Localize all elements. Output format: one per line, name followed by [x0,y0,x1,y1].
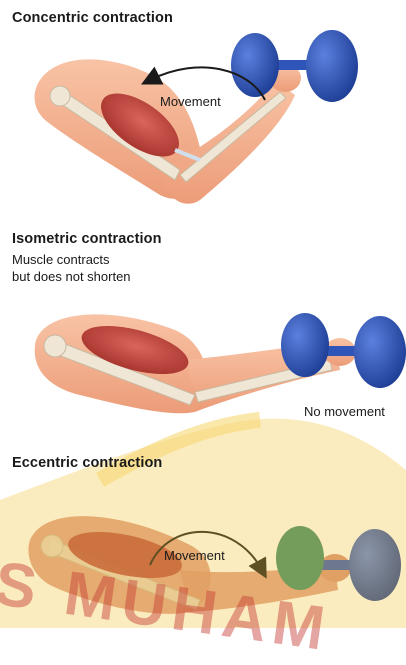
concentric-movement-label: Movement [160,94,221,109]
figure-canvas: S MUHAM Concentric contraction Movement … [0,0,406,628]
isometric-description-line1: Muscle contracts [12,251,110,268]
isometric-dumbbell-right [354,316,406,388]
eccentric-movement-label: Movement [164,548,225,563]
isometric-title: Isometric contraction [12,231,162,247]
concentric-dumbbell-right [306,30,358,102]
eccentric-title: Eccentric contraction [12,455,162,471]
isometric-description-line2: but does not shorten [12,268,131,285]
isometric-illustration [35,313,406,413]
isometric-dumbbell-left [281,313,329,377]
isometric-no-movement-label: No movement [304,404,385,419]
concentric-illustration [35,30,358,204]
concentric-title: Concentric contraction [12,10,173,26]
